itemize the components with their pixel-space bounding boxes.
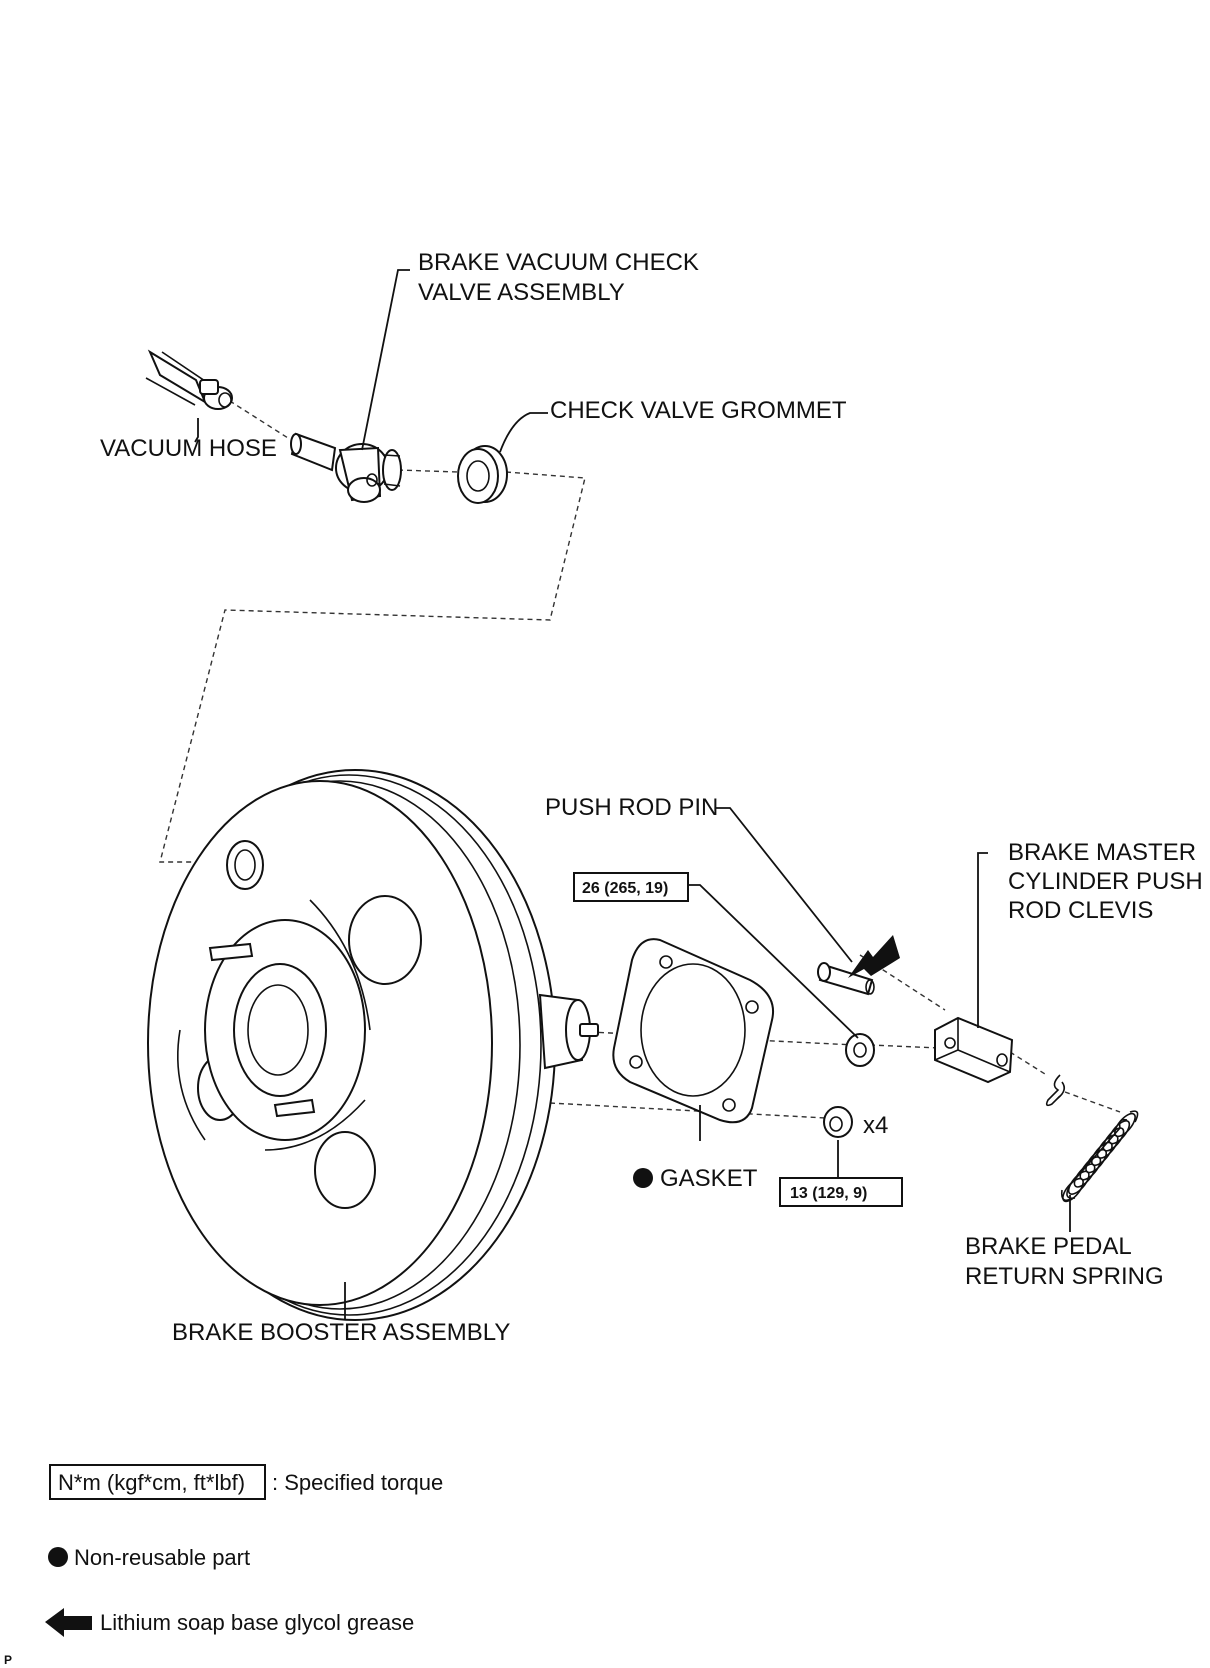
spring-coil <box>1067 1170 1090 1195</box>
brake-booster-label: BRAKE BOOSTER ASSEMBLY <box>172 1319 510 1346</box>
legend-torque-box <box>49 1464 266 1500</box>
check-valve-assembly <box>290 432 402 503</box>
vacuum-hose <box>145 349 233 410</box>
legend-torque-description: : Specified torque <box>272 1470 443 1495</box>
legend-grease-text: Lithium soap base glycol grease <box>100 1610 414 1635</box>
legend-grease-arrow-icon <box>45 1608 92 1637</box>
torque-spec-clevis-nut: 26 (265, 19) <box>573 872 689 902</box>
check-valve-assembly-label-line2: VALVE ASSEMBLY <box>418 279 625 306</box>
clip <box>1045 1074 1066 1107</box>
spring-coil <box>1073 1163 1096 1188</box>
footer-mark: P <box>4 1653 12 1667</box>
quantity-label: x4 <box>863 1112 888 1139</box>
booster-nut <box>823 1106 853 1138</box>
legend-torque-units: N*m (kgf*cm, ft*lbf) <box>58 1470 245 1495</box>
check-valve-grommet-label: CHECK VALVE GROMMET <box>550 397 847 424</box>
legend-non-reusable-icon <box>48 1547 68 1567</box>
push-rod-pin-label: PUSH ROD PIN <box>545 794 718 821</box>
torque-spec-booster-nut: 13 (129, 9) <box>779 1177 903 1207</box>
torque-value-clevis: 26 (265, 19) <box>582 880 668 897</box>
non-reusable-bullet-icon <box>633 1168 653 1188</box>
check-valve-assembly-label-line1: BRAKE VACUUM CHECK <box>418 249 699 276</box>
gasket-part <box>612 938 774 1124</box>
clevis-label-line1: BRAKE MASTER <box>1008 839 1196 866</box>
leader-lines <box>194 269 1071 1320</box>
legend: N*m (kgf*cm, ft*lbf) : Specified torque … <box>45 1464 443 1637</box>
gasket-label: GASKET <box>660 1165 758 1192</box>
vacuum-hose-label: VACUUM HOSE <box>100 435 277 462</box>
legend-non-reusable-text: Non-reusable part <box>74 1545 250 1570</box>
master-cylinder-push-rod-clevis <box>934 1016 1014 1084</box>
check-valve-grommet <box>457 445 508 504</box>
clevis-label-line2: CYLINDER PUSH <box>1008 868 1203 895</box>
spring-coil <box>1062 1177 1084 1203</box>
clevis-nut <box>845 1033 875 1067</box>
return-spring-label-line2: RETURN SPRING <box>965 1263 1164 1290</box>
brake-booster-assembly <box>147 769 599 1321</box>
push-rod-pin <box>817 962 875 996</box>
grease-arrow-icon <box>848 935 900 978</box>
assembly-guide-lines <box>159 395 1121 1119</box>
return-spring-label-line1: BRAKE PEDAL <box>965 1233 1132 1260</box>
brake-pedal-return-spring <box>1060 1110 1139 1203</box>
torque-value-booster: 13 (129, 9) <box>790 1185 867 1202</box>
clevis-label-line3: ROD CLEVIS <box>1008 897 1153 924</box>
